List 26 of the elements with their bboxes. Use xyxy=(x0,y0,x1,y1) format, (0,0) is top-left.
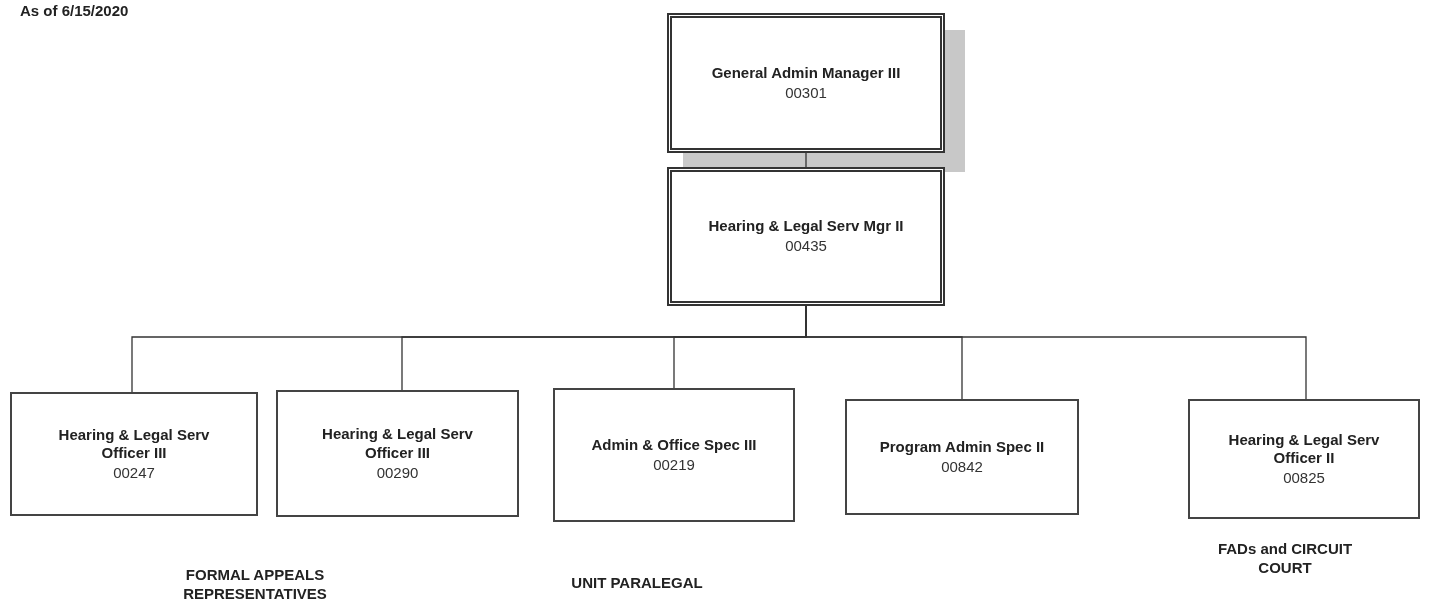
unit-caption: FORMAL APPEALS REPRESENTATIVES xyxy=(182,566,328,604)
position-title: Hearing & Legal Serv Officer III xyxy=(57,425,211,463)
position-title: General Admin Manager III xyxy=(710,63,902,83)
position-box xyxy=(845,399,1079,515)
position-box xyxy=(553,388,795,522)
unit-caption: UNIT PARALEGAL xyxy=(570,574,704,593)
position-title: Program Admin Spec II xyxy=(878,437,1046,457)
position-box xyxy=(10,392,258,516)
position-title: Hearing & Legal Serv Officer III xyxy=(321,425,474,463)
position-number: 00825 xyxy=(1283,468,1325,488)
position-number: 00435 xyxy=(785,236,827,256)
position-number: 00247 xyxy=(113,463,155,483)
connector-line xyxy=(805,152,807,168)
position-box xyxy=(1188,399,1420,519)
date-note: As of 6/15/2020 xyxy=(20,2,130,21)
position-box xyxy=(667,167,945,306)
position-number: 00219 xyxy=(653,454,695,475)
position-number: 00290 xyxy=(376,462,419,482)
position-title: Hearing & Legal Serv Mgr II xyxy=(707,217,905,237)
position-title: Hearing & Legal Serv Officer II xyxy=(1227,430,1381,468)
unit-caption: FADs and CIRCUIT COURT xyxy=(1216,540,1354,578)
position-title: Admin & Office Spec III xyxy=(590,435,758,455)
position-number: 00842 xyxy=(941,456,983,477)
position-box xyxy=(276,390,519,517)
position-number: 00301 xyxy=(785,82,827,103)
position-box xyxy=(667,13,945,153)
